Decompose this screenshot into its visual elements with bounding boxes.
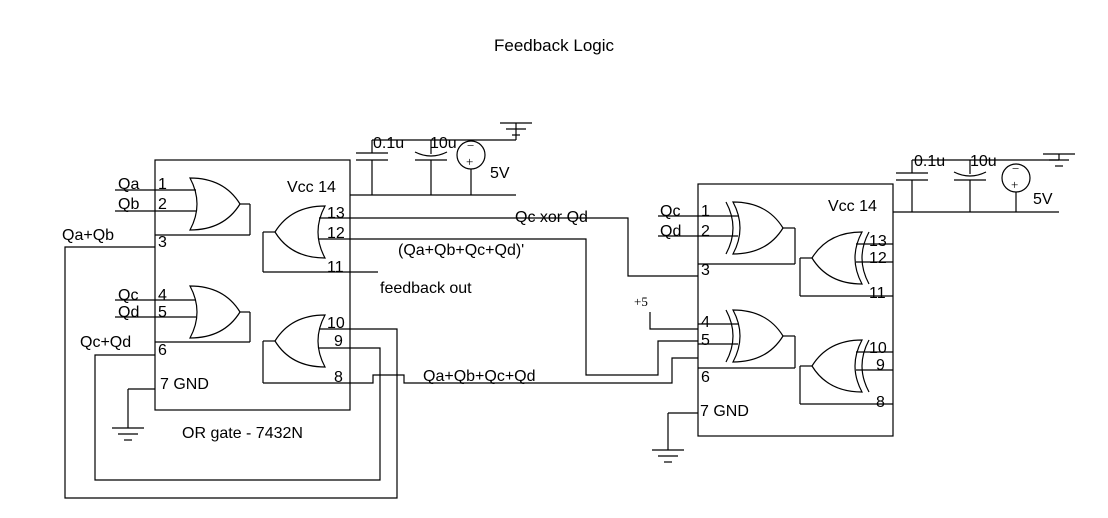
label-qb: Qb (118, 196, 139, 213)
chip1-or-gate-a (155, 177, 251, 236)
svg-text:−: − (1012, 161, 1019, 176)
chip2-xor-gate-d (799, 339, 893, 405)
chip2-pin-10: 10 (869, 340, 887, 357)
label-qa: Qa (118, 176, 139, 193)
chip1: 1 2 3 4 5 6 8 9 10 11 12 13 Vcc 14 7 GND… (154, 159, 351, 442)
chip1-pin-5: 5 (158, 304, 167, 321)
svg-text:+: + (1011, 177, 1018, 192)
chip2-xor-gate-c (799, 231, 893, 297)
chip1-pin-6: 6 (158, 342, 167, 359)
supply1-voltage-label: 5V (490, 165, 510, 182)
chip2-xor-gate-b (698, 309, 796, 369)
chip2-gnd-label: 7 GND (700, 403, 749, 420)
chip2-xor-gate-a (698, 201, 796, 265)
chip1-pin-11: 11 (327, 259, 344, 276)
chip2-pin-4: 4 (701, 314, 710, 331)
chip1-pin-10: 10 (327, 315, 345, 332)
label-qa-or-qb: Qa+Qb (62, 227, 114, 244)
wire-qc-xor-qd (350, 217, 698, 277)
chip1-or-gate-d (262, 314, 350, 384)
label-qd: Qd (118, 304, 139, 321)
chip1-pin-9: 9 (334, 333, 343, 350)
chip1-vcc-label: Vcc 14 (287, 179, 336, 196)
chip1-ground-symbol (112, 388, 155, 441)
chip2-pin-12: 12 (869, 250, 887, 267)
chip2: 1 2 3 4 5 6 8 9 10 11 12 13 Vcc 14 7 GND (697, 183, 894, 437)
chip2-pin-8: 8 (876, 394, 885, 411)
chip1-pin-12: 12 (327, 225, 345, 242)
label-qd-2: Qd (660, 223, 681, 240)
chip2-pin-6: 6 (701, 369, 710, 386)
chip2-body (697, 183, 894, 437)
chip1-body (154, 159, 351, 411)
chip2-vcc-label: Vcc 14 (828, 198, 877, 215)
supply2-c1-label: 0.1u (914, 153, 945, 170)
chip1-or-gate-c (262, 205, 350, 273)
chip1-pin-8: 8 (334, 369, 343, 386)
label-nor-all: (Qa+Qb+Qc+Qd)' (398, 242, 524, 259)
supply2-c2-label: 10u (970, 153, 997, 170)
chip1-pin-13: 13 (327, 205, 345, 222)
chip1-gnd-label: 7 GND (160, 376, 209, 393)
chip2-pin-1: 1 (701, 203, 710, 220)
wire-nor-all (350, 238, 698, 376)
label-plus5: +5 (634, 294, 648, 309)
chip2-pin-11: 11 (869, 285, 886, 302)
label-qc-xor-qd: Qc xor Qd (515, 209, 588, 226)
chip2-pin-9: 9 (876, 357, 885, 374)
label-qc: Qc (118, 287, 138, 304)
chip2-pin-3: 3 (701, 262, 710, 279)
chip1-name: OR gate - 7432N (182, 425, 303, 442)
svg-text:−: − (467, 138, 474, 153)
supply1: − + 0.1u 10u 5V (350, 122, 532, 196)
supply2-voltage-label: 5V (1033, 191, 1053, 208)
chip1-pin-1: 1 (158, 176, 167, 193)
wire-or-all (350, 357, 698, 384)
label-qc-2: Qc (660, 203, 680, 220)
svg-text:+: + (466, 154, 473, 169)
supply1-c1-label: 0.1u (373, 135, 404, 152)
label-qc-or-qd: Qc+Qd (80, 334, 131, 351)
chip1-or-gate-b (155, 285, 251, 343)
wire-qc-or-qd-loop (94, 347, 381, 481)
supply1-c2-label: 10u (430, 135, 457, 152)
label-feedback-out: feedback out (380, 280, 472, 297)
chip2-pin-13: 13 (869, 233, 887, 250)
chip2-pin-2: 2 (701, 223, 710, 240)
wire-plus5 (649, 312, 698, 330)
chip1-pin-3: 3 (158, 234, 167, 251)
chip1-pin-2: 2 (158, 196, 167, 213)
label-or-all: Qa+Qb+Qc+Qd (423, 368, 536, 385)
chip2-ground-symbol (652, 412, 698, 463)
chip2-pin-5: 5 (701, 332, 710, 349)
wire-qa-or-qb-loop (64, 246, 398, 499)
chip1-pin-4: 4 (158, 287, 167, 304)
diagram-title: Feedback Logic (493, 36, 615, 55)
supply2: − + 0.1u 10u 5V (893, 153, 1075, 213)
